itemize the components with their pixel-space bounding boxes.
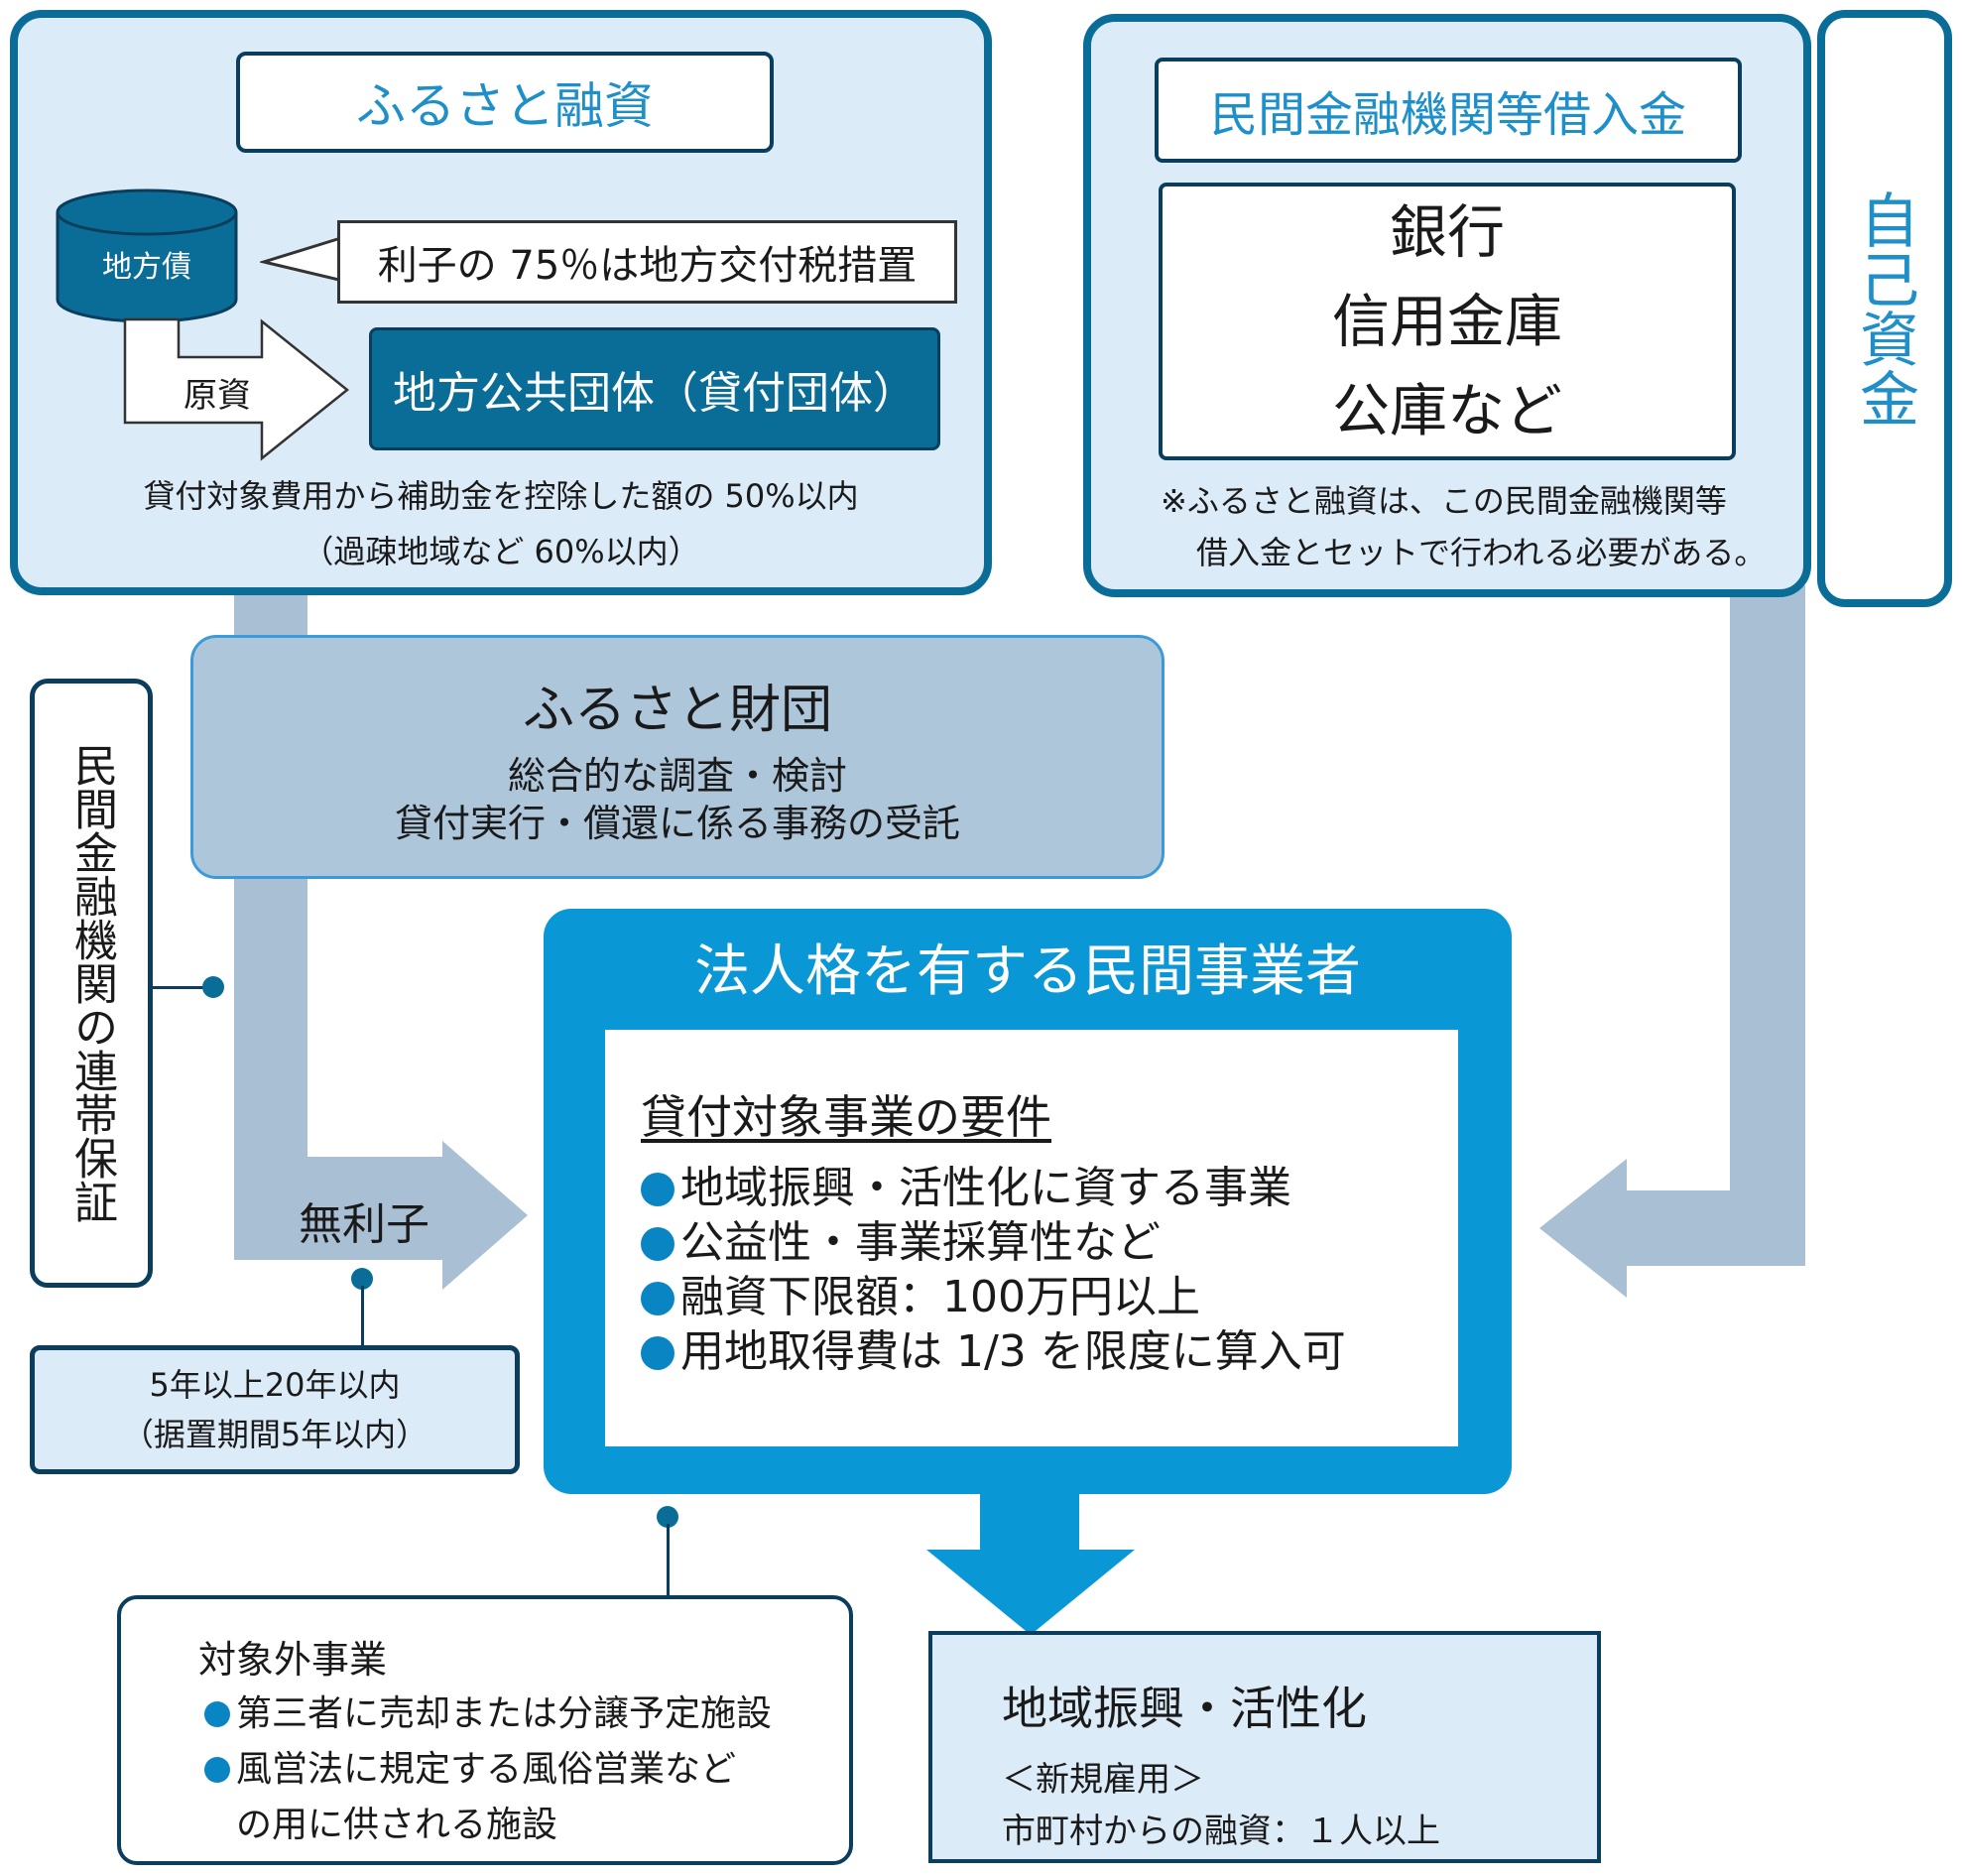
requirement-item: 公益性・事業採算性など: [641, 1215, 1346, 1270]
excluded-item-text: 第三者に売却または分譲予定施設: [236, 1693, 773, 1734]
foundation-role-1: 総合的な調査・検討: [507, 753, 847, 798]
borrowing-note-line1: ※ふるさと融資は、この民間金融機関等: [1161, 482, 1727, 520]
requirements-heading: 貸付対象事業の要件: [641, 1090, 1051, 1144]
requirements-panel: 貸付対象事業の要件 地域振興・活性化に資する事業 公益性・事業採算性など 融資下…: [605, 1030, 1458, 1446]
excluded-item: 風営法に規定する風俗営業など: [204, 1742, 772, 1798]
bullet-icon: [641, 1173, 674, 1206]
flow-down-shaft: [980, 1492, 1079, 1554]
requirement-item: 用地取得費は 1/3 を限度に算入可: [641, 1324, 1346, 1379]
guarantee-box: 民間金融機関の連帯保証: [30, 679, 153, 1288]
interest-free-label: 無利子: [299, 1199, 429, 1250]
loan-limit-text: 貸付対象費用から補助金を控除した額の 50%以内: [143, 477, 859, 515]
flow-down-arrowhead: [926, 1550, 1135, 1635]
guarantee-connector-dot: [202, 976, 224, 998]
flow-right-shaft: [1615, 1190, 1805, 1266]
requirement-item: 地域振興・活性化に資する事業: [641, 1161, 1346, 1215]
business-operator-title: 法人格を有する民間事業者: [694, 938, 1361, 1004]
institution-credit-union: 信用金庫: [1331, 288, 1562, 355]
term-box: 5年以上20年以内 （据置期間5年以内）: [30, 1345, 520, 1474]
requirement-text: 公益性・事業採算性など: [680, 1217, 1161, 1268]
term-connector-dot: [351, 1268, 373, 1290]
excluded-heading: 対象外事業: [198, 1638, 388, 1682]
excluded-connector: [667, 1524, 670, 1597]
lender-label: 地方公共団体（貸付団体）: [393, 368, 917, 419]
bullet-icon: [204, 1757, 230, 1783]
guarantee-connector: [153, 986, 214, 989]
source-arrow: [123, 317, 349, 461]
term-connector: [361, 1286, 364, 1347]
own-funds-label: 自己資金: [1849, 189, 1919, 428]
private-borrowing-title: 民間金融機関等借入金: [1155, 58, 1742, 163]
furusato-loan-title-text: ふるさと融資: [356, 77, 654, 135]
local-government-box: 地方公共団体（貸付団体）: [369, 327, 940, 450]
foundation-title: ふるさと財団: [522, 680, 832, 740]
flow-interest-free-arrowhead: [442, 1141, 528, 1290]
flow-interest-free-shaft: [234, 1157, 452, 1260]
excluded-item-text-cont: の用に供される施設: [236, 1805, 558, 1845]
borrowing-note-line2: 借入金とセットで行われる必要がある。: [1196, 534, 1767, 571]
excluded-item-text: 風営法に規定する風俗営業など: [236, 1749, 737, 1790]
term-period: 5年以上20年以内: [149, 1366, 401, 1404]
business-operator-box: 法人格を有する民間事業者 貸付対象事業の要件 地域振興・活性化に資する事業 公益…: [544, 909, 1512, 1494]
requirement-text: 用地取得費は 1/3 を限度に算入可: [680, 1326, 1346, 1377]
bullet-icon: [641, 1282, 674, 1315]
excluded-box: 対象外事業 第三者に売却または分譲予定施設 風営法に規定する風俗営業など の用に…: [117, 1595, 853, 1865]
requirement-item: 融資下限額：100万円以上: [641, 1270, 1346, 1324]
bond-label: 地方債: [102, 250, 191, 285]
foundation-box: ふるさと財団 総合的な調査・検討 貸付実行・償還に係る事務の受託: [190, 635, 1165, 879]
outcome-subtitle: ＜新規雇用＞: [1002, 1760, 1204, 1800]
requirement-text: 融資下限額：100万円以上: [680, 1272, 1200, 1322]
foundation-role-2: 貸付実行・償還に係る事務の受託: [394, 801, 960, 845]
institution-public-corp: 公庫など: [1331, 377, 1562, 444]
bullet-icon: [204, 1701, 230, 1727]
requirement-text: 地域振興・活性化に資する事業: [680, 1163, 1291, 1213]
source-label: 原資: [184, 375, 251, 416]
furusato-loan-title: ふるさと融資: [236, 52, 774, 153]
outcome-box: 地域振興・活性化 ＜新規雇用＞ 市町村からの融資：１人以上: [928, 1631, 1601, 1863]
interest-note-box: 利子の 75％は地方交付税措置: [337, 220, 957, 304]
institution-bank: 銀行: [1389, 198, 1505, 266]
term-grace-period: （据置期間5年以内）: [121, 1416, 429, 1453]
flow-right-arrowhead: [1539, 1159, 1627, 1298]
bullet-icon: [641, 1336, 674, 1370]
callout-pointer: [260, 233, 349, 284]
requirements-list: 地域振興・活性化に資する事業 公益性・事業採算性など 融資下限額：100万円以上…: [641, 1161, 1346, 1379]
outcome-title: 地域振興・活性化: [1002, 1682, 1367, 1735]
guarantee-label: 民間金融機関の連帯保証: [66, 743, 117, 1223]
private-borrowing-title-text: 民間金融機関等借入金: [1209, 87, 1686, 143]
institutions-box: 銀行 信用金庫 公庫など: [1159, 183, 1736, 460]
excluded-item: 第三者に売却または分譲予定施設: [204, 1687, 772, 1742]
bullet-icon: [641, 1227, 674, 1261]
outcome-detail: 市町村からの融資：１人以上: [1002, 1812, 1440, 1851]
own-funds-box: 自己資金: [1817, 10, 1952, 607]
interest-note: 利子の 75％は地方交付税措置: [377, 243, 918, 289]
loan-limit-note: （過疎地域など 60%以内）: [302, 533, 700, 570]
flow-right-vertical: [1730, 585, 1805, 1266]
excluded-connector-dot: [657, 1506, 678, 1528]
